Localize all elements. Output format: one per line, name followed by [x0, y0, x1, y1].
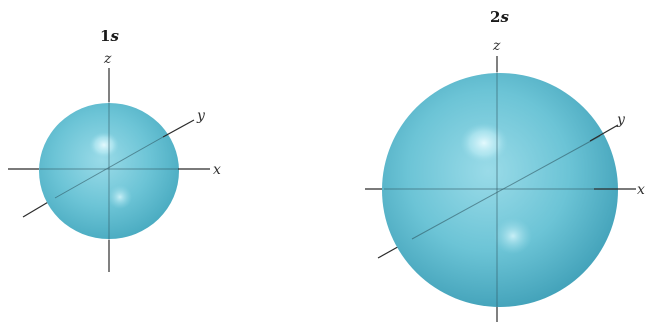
orbital-2s-x-label: x — [637, 182, 645, 198]
orbital-2s-highlight — [460, 123, 508, 163]
orbital-2s-sphere — [382, 73, 618, 307]
orbital-2s-title: 2s — [490, 8, 509, 26]
orbital-2s-y-label: y — [616, 112, 626, 128]
orbital-1s-x-label: x — [213, 162, 221, 178]
orbital-1s: 1s z x y — [8, 27, 221, 272]
orbital-1s-highlight — [89, 132, 119, 158]
orbital-1s-y-axis-back — [163, 120, 194, 137]
orbital-1s-lower-highlight — [108, 185, 132, 209]
orbital-1s-title: 1s — [100, 27, 119, 45]
orbital-1s-y-label: y — [196, 108, 206, 124]
orbital-1s-z-label: z — [103, 51, 112, 67]
orbital-2s-z-label: z — [492, 38, 501, 54]
orbital-2s-lower-highlight — [494, 218, 532, 254]
orbital-2s: 2s z x y — [365, 8, 645, 322]
